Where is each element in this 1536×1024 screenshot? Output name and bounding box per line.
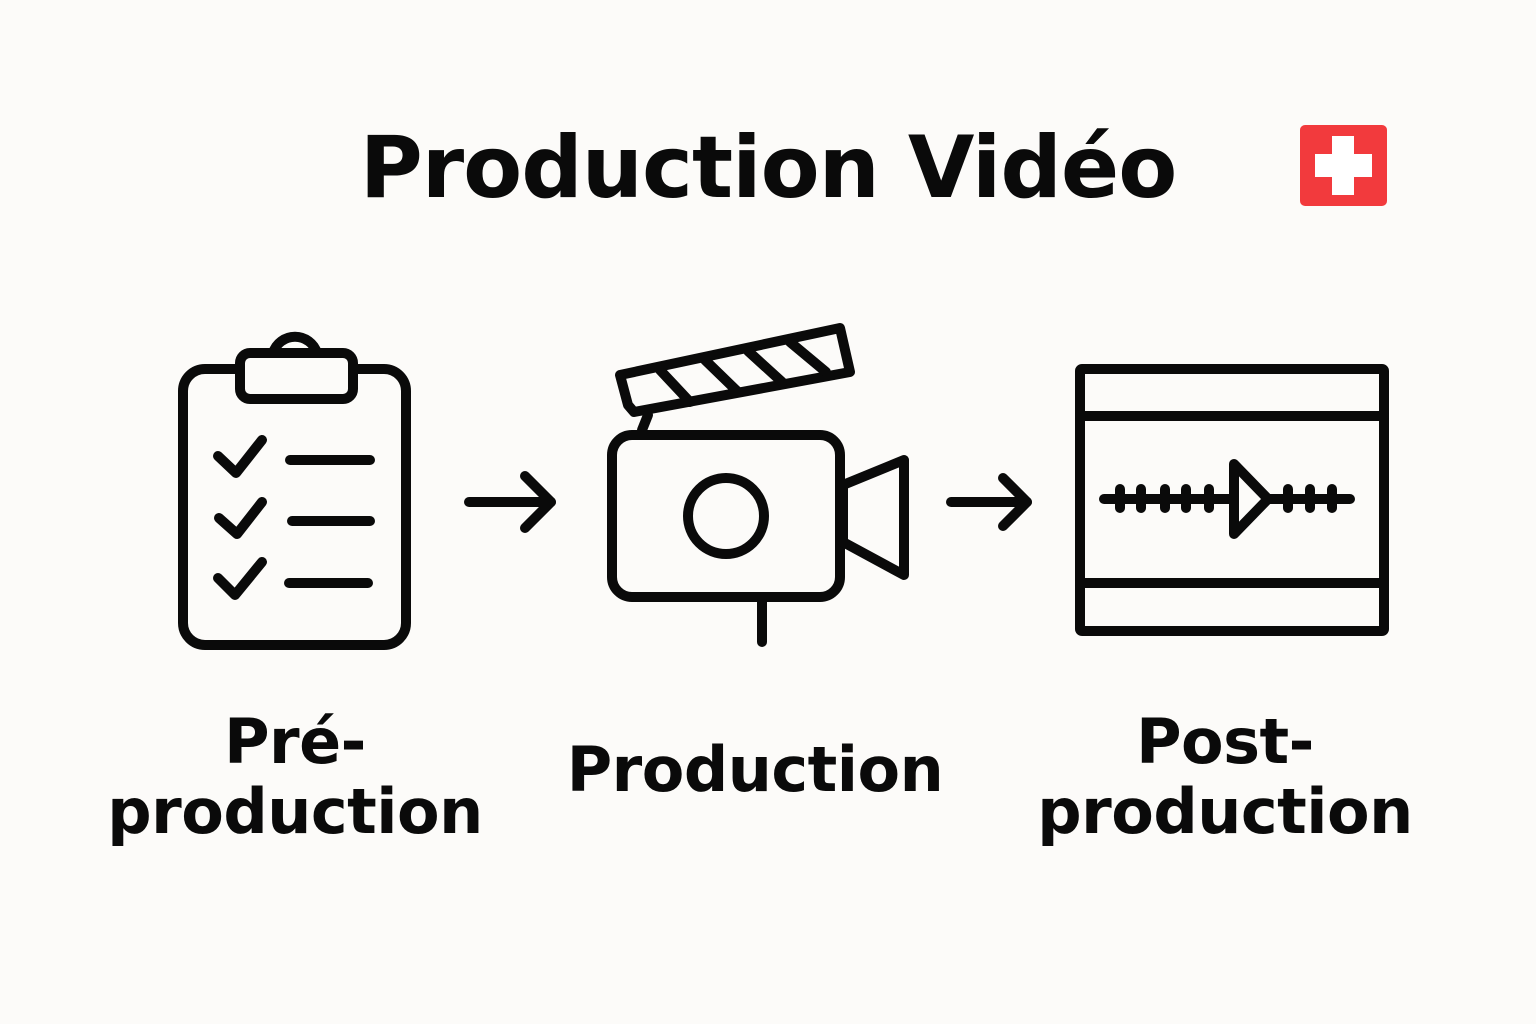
stage-label-production: Production: [560, 735, 950, 805]
swiss-flag-icon: [1300, 125, 1387, 206]
arrow-right-icon: [937, 460, 1047, 554]
video-timeline-editor-icon: [1070, 360, 1400, 654]
label-line-1: Post-: [1136, 705, 1314, 778]
label-line-1: Pré-: [224, 705, 366, 778]
clipboard-checklist-icon: [170, 320, 420, 664]
label-line-1: Production: [566, 733, 944, 806]
stage-label-post-production: Post- production: [1030, 707, 1420, 847]
label-line-2: production: [107, 775, 483, 848]
film-camera-clapperboard-icon: [600, 320, 920, 664]
label-line-2: production: [1037, 775, 1413, 848]
stage-label-pre-production: Pré- production: [100, 707, 490, 847]
arrow-right-icon: [455, 460, 565, 554]
page-title: Production Vidéo: [359, 118, 1178, 218]
